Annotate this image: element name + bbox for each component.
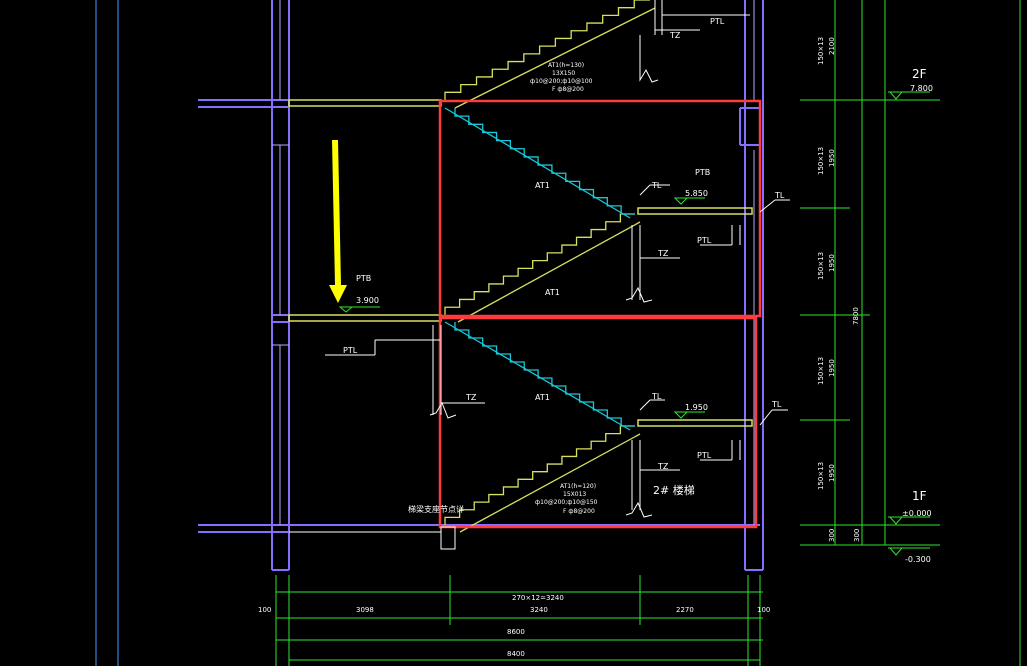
elevation-landing-upper: 5.850 [685, 189, 708, 198]
vdim-b-value: 1950 [828, 254, 836, 272]
dim-3240: 3240 [530, 606, 548, 614]
vdim-c-label: 150×13 [817, 357, 825, 385]
stair-flights [444, 0, 656, 533]
flight-mid-slab [457, 221, 641, 323]
vdim-total: 7800 [852, 307, 860, 325]
ptl-left-label: PTL [343, 346, 358, 355]
tl-upper-label: TL [651, 181, 662, 190]
yellow-arrow [329, 140, 347, 303]
tl-lower-label: TL [651, 392, 662, 401]
dim-8400: 8400 [507, 650, 525, 658]
tz-upper-label: TZ [657, 249, 669, 258]
landing-right-upper [637, 207, 753, 215]
dim-steps-bottom: 270×12=3240 [512, 594, 564, 602]
elevation-2f: 7.800 [910, 84, 933, 93]
vdim-d-label: 150×13 [817, 462, 825, 490]
dim-2270: 2270 [676, 606, 694, 614]
vertical-dimension-texts: 150×13 2100 150×13 1950 150×13 1950 150×… [817, 37, 861, 542]
tz-top-label: TZ [669, 31, 681, 40]
elevation-landing-left: 3.900 [356, 296, 379, 305]
at1-spec-lower-2: 15X013 [563, 491, 586, 498]
elevation-1f: ±0.000 [902, 509, 932, 518]
tl-upper-side-label: TL [774, 191, 785, 200]
highlight-upper-flight [438, 99, 762, 318]
flight-top-steps [444, 0, 650, 100]
at1-spec-upper-4: F ф8@200 [552, 86, 584, 93]
ptb-right-label: PTB [695, 168, 710, 177]
at1-spec-lower-1: AT1(h=120) [560, 483, 596, 490]
elevation-landing-lower: 1.950 [685, 403, 708, 412]
at1-spec-lower-3: ф10@200;ф10@150 [535, 499, 598, 506]
horizontal-dimensions [275, 575, 763, 666]
tl-lower-side-label: TL [771, 400, 782, 409]
tz-left-label: TZ [465, 393, 477, 402]
at1-spec-upper-2: 13X150 [552, 70, 575, 77]
ptl-upper-label: PTL [697, 236, 712, 245]
at1-spec-upper-1: AT1(h=130) [548, 62, 584, 69]
flight-bottom-slab [459, 433, 641, 533]
tz-lower-label: TZ [657, 462, 669, 471]
stair-base-note: 梯梁支座节点详 [408, 504, 464, 514]
at1-label-lower: AT1 [535, 393, 550, 402]
vdim-c-value: 1950 [828, 359, 836, 377]
vdim-b-label: 150×13 [817, 252, 825, 280]
at1-spec-upper-3: ф10@200;ф10@100 [530, 78, 593, 85]
vdim-top-value: 2100 [828, 37, 836, 55]
elevation-ground: -0.300 [905, 555, 931, 564]
vdim-d-value: 1950 [828, 464, 836, 482]
ptl-top-label: PTL [710, 17, 725, 26]
floor-label-1f: 1F [912, 489, 927, 503]
vertical-dimensions [800, 0, 1021, 666]
flight-lower-beyond-steps [454, 322, 635, 427]
vdim-a-value: 1950 [828, 149, 836, 167]
walls [198, 0, 764, 571]
vdim-top-label: 150×13 [817, 37, 825, 65]
flight-mid-steps [444, 213, 635, 315]
stair-name-label: 2# 楼梯 [653, 483, 695, 497]
dim-8600: 8600 [507, 628, 525, 636]
at1-spec-lower-4: F ф8@200 [563, 508, 595, 515]
dim-3098: 3098 [356, 606, 374, 614]
guide-lines [95, 0, 119, 666]
ptl-lower-label: PTL [697, 451, 712, 460]
vdim-300-b: 300 [853, 529, 861, 542]
flight-lower-beyond-slab [444, 321, 631, 431]
floor-label-2f: 2F [912, 67, 927, 81]
elevation-markers [338, 91, 930, 556]
wall-thin-lines [272, 0, 755, 525]
highlight-lower-flight [438, 316, 758, 529]
flight-upper-beyond-steps [454, 108, 635, 215]
vdim-300-a: 300 [828, 529, 836, 542]
at1-label-upper-a: AT1 [535, 181, 550, 190]
vdim-a-label: 150×13 [817, 147, 825, 175]
flight-bottom-steps [444, 425, 635, 525]
dim-100-right: 100 [757, 606, 770, 614]
at1-label-upper-b: AT1 [545, 288, 560, 297]
flight-top-slab [454, 7, 656, 109]
landing-right-lower [637, 419, 753, 427]
flight-upper-beyond-slab [444, 107, 631, 219]
dim-100-left: 100 [258, 606, 271, 614]
leader-lines [289, 0, 790, 550]
annotations: 2F 7.800 1F ±0.000 -0.300 PTB 3.900 PTB … [258, 17, 933, 658]
ptb-left-label: PTB [356, 274, 371, 283]
highlight-boxes [438, 99, 762, 529]
